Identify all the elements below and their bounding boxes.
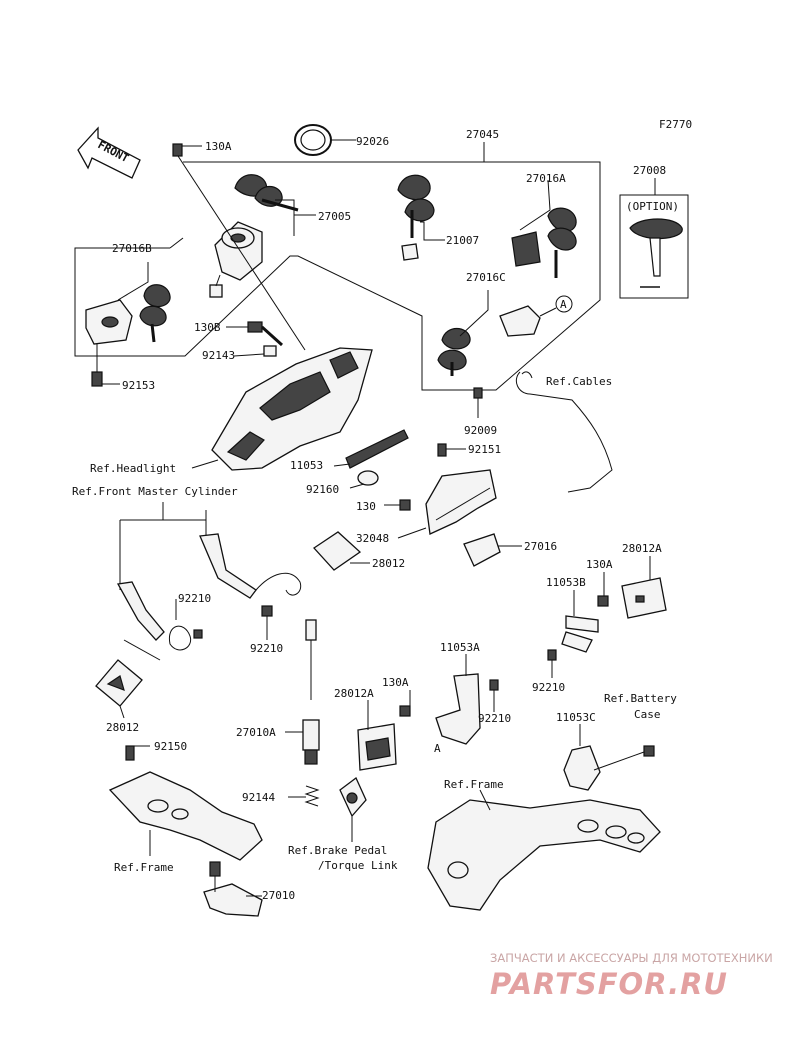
- label-21007: 21007: [446, 234, 479, 247]
- label-plate-28012A-right: [621, 556, 667, 619]
- label-27010: 27010: [262, 889, 295, 902]
- label-27045: 27045: [466, 128, 499, 141]
- grommet-92160: [349, 470, 379, 489]
- washer-92143: [233, 345, 277, 357]
- label-92153: 92153: [122, 379, 155, 392]
- label-130A-middle: 130A: [382, 676, 409, 689]
- clip-92210-center: [261, 605, 273, 640]
- bolt-130A-right: [597, 572, 609, 607]
- bracket-32048: [397, 469, 497, 539]
- label-32048: 32048: [356, 532, 389, 545]
- lock-cylinder-27016: [463, 533, 522, 567]
- label-27016A: 27016A: [526, 172, 566, 185]
- label-27005: 27005: [318, 210, 351, 223]
- label-130B: 130B: [194, 321, 221, 334]
- label-92151: 92151: [468, 443, 501, 456]
- label-92026: 92026: [356, 135, 389, 148]
- label-11053A: 11053A: [440, 641, 480, 654]
- label-plate-28012-left: [95, 639, 161, 719]
- upper-bracket: [211, 347, 373, 471]
- lock-27016B: [85, 262, 171, 372]
- bolt-130B: [226, 321, 284, 347]
- key-set-21007: [397, 174, 445, 261]
- plate-11053B: [561, 590, 599, 653]
- label-92009: 92009: [464, 424, 497, 437]
- brake-pedal-link: [339, 776, 367, 842]
- label-28012-left: 28012: [106, 721, 139, 734]
- ignition-switch-body: [209, 221, 263, 298]
- label-27008: 27008: [633, 164, 666, 177]
- label-27010A: 27010A: [236, 726, 276, 739]
- label-92143: 92143: [202, 349, 235, 362]
- ref-brake-pedal-line1: Ref.Brake Pedal: [288, 844, 387, 857]
- label-92150: 92150: [154, 740, 187, 753]
- label-11053C: 11053C: [556, 711, 596, 724]
- reference-marker-A: A: [539, 295, 573, 317]
- label-92160: 92160: [306, 483, 339, 496]
- label-28012A-right: 28012A: [622, 542, 662, 555]
- ref-battery-line1: Ref.Battery: [604, 692, 677, 705]
- label-92210-center: 92210: [250, 642, 283, 655]
- key-set-27016A: [511, 179, 577, 278]
- marker-a-label: A: [560, 298, 567, 311]
- plate-11053: [333, 429, 409, 469]
- label-130A-top: 130A: [205, 140, 232, 153]
- bolt-130: [384, 499, 411, 511]
- watermark-tagline: ЗАПЧАСТИ И АКСЕССУАРЫ ДЛЯ МОТОТЕХНИКИ: [490, 951, 773, 965]
- key-set-27005: [234, 174, 316, 236]
- screw-92150: [125, 745, 150, 761]
- reflector-28012: [255, 531, 370, 596]
- diagram-code: F2770: [659, 118, 692, 131]
- cable-assembly: [515, 371, 613, 493]
- assembly-outline-27045: [74, 142, 601, 391]
- ref-battery-line2: Case: [634, 708, 661, 721]
- lock-27016C: [437, 290, 541, 376]
- label-92210-right: 92210: [532, 681, 565, 694]
- frame-right: [427, 789, 661, 911]
- label-28012: 28012: [372, 557, 405, 570]
- master-cylinder-bracket: [116, 502, 257, 641]
- clip-92210-left: [168, 599, 203, 651]
- label-plate-28012A-middle: [357, 700, 397, 771]
- spring-92144: [288, 785, 320, 807]
- label-130A-right: 130A: [586, 558, 613, 571]
- frame-marker-A: A: [434, 742, 441, 755]
- front-arrow-icon: FRONT: [77, 126, 141, 179]
- ref-headlight: Ref.Headlight: [90, 462, 176, 475]
- watermark-brand: PARTSFOR.RU: [490, 967, 728, 1001]
- label-27016B: 27016B: [112, 242, 152, 255]
- label-27016: 27016: [524, 540, 557, 553]
- label-92210-left: 92210: [178, 592, 211, 605]
- label-92144: 92144: [242, 791, 275, 804]
- label-11053: 11053: [290, 459, 323, 472]
- bolt-92009: [473, 387, 483, 418]
- screw-92153: [91, 371, 120, 387]
- seal-ring-92026: [294, 124, 356, 156]
- label-11053B: 11053B: [546, 576, 586, 589]
- ref-cables: Ref.Cables: [546, 375, 612, 388]
- option-key-27008: (OPTION): [619, 178, 689, 299]
- ref-brake-pedal-line2: /Torque Link: [318, 859, 398, 872]
- brake-light-switch-27010A: [285, 619, 320, 765]
- ref-front-master-cylinder: Ref.Front Master Cylinder: [72, 485, 238, 498]
- frame-left: [108, 771, 263, 861]
- option-label: (OPTION): [626, 200, 679, 213]
- label-28012A-middle: 28012A: [334, 687, 374, 700]
- bolt-130A-top: [172, 143, 306, 351]
- bracket-11053A: [399, 654, 499, 745]
- switch-27010: [203, 861, 263, 917]
- frame-marker-a-label: A: [434, 742, 441, 755]
- ref-frame-left: Ref.Frame: [114, 861, 174, 874]
- label-27016C: 27016C: [466, 271, 506, 284]
- bracket-11053C: [563, 724, 655, 791]
- label-130: 130: [356, 500, 376, 513]
- clip-92210-right: [547, 649, 557, 678]
- ref-frame-right: Ref.Frame: [444, 778, 504, 791]
- screw-92151: [437, 443, 466, 457]
- label-92210-middle: 92210: [478, 712, 511, 725]
